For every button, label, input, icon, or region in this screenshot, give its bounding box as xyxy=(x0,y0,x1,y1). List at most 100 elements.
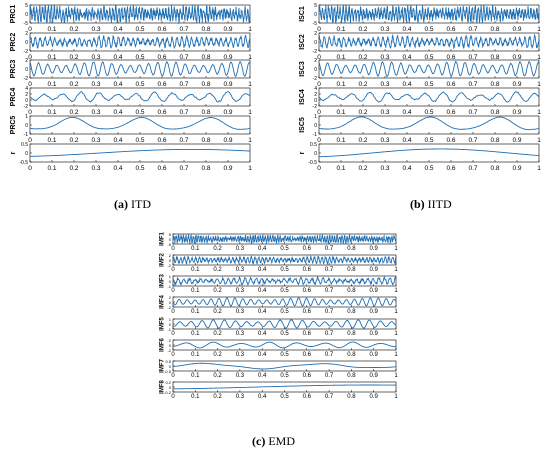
y-tick-label: -2 xyxy=(313,76,318,82)
x-tick-label: 0 xyxy=(317,137,321,144)
x-tick-label: 0.2 xyxy=(213,288,222,294)
x-tick-label: 0.1 xyxy=(191,246,200,252)
caption-c: (c) EMD xyxy=(252,434,295,449)
x-tick-label: 0.5 xyxy=(280,267,289,273)
x-tick-label: 0.9 xyxy=(223,137,232,144)
x-tick-label: 0.7 xyxy=(179,137,188,144)
y-tick-label: -1 xyxy=(313,132,318,138)
panel-label: IMF3 xyxy=(160,274,166,288)
x-tick-label: 0.5 xyxy=(280,246,289,252)
y-tick-label: 0 xyxy=(25,12,28,18)
x-tick-label: 0.8 xyxy=(490,26,499,33)
x-tick-label: 0.1 xyxy=(191,394,200,400)
y-tick-label: 2 xyxy=(314,31,317,37)
x-tick-label: 0.2 xyxy=(213,373,222,379)
panel-label: IMF8 xyxy=(160,380,166,394)
y-tick-label: 0 xyxy=(314,40,317,46)
x-tick-label: 0.9 xyxy=(223,54,232,61)
y-tick-label: -2 xyxy=(313,49,318,55)
x-tick-label: 0.5 xyxy=(424,81,433,88)
y-tick-label: 2 xyxy=(314,58,317,64)
series-line-PRC3 xyxy=(29,60,251,78)
series-line-IMF1 xyxy=(172,233,397,245)
x-tick-label: 0.1 xyxy=(191,373,200,379)
x-tick-label: 0.1 xyxy=(47,165,56,172)
series-line-r xyxy=(318,148,540,158)
x-tick-label: 0.3 xyxy=(236,331,245,337)
x-tick-label: 0.8 xyxy=(201,109,210,116)
x-tick-label: 0 xyxy=(317,26,321,33)
x-tick-label: 0.5 xyxy=(280,394,289,400)
x-tick-label: 0 xyxy=(171,394,175,400)
y-tick-label: 5 xyxy=(314,3,317,9)
x-tick-label: 0.7 xyxy=(325,288,334,294)
panel-label: PRC5 xyxy=(10,116,17,135)
x-tick-label: 0.7 xyxy=(325,246,334,252)
x-tick-label: 0.9 xyxy=(370,331,379,337)
x-tick-label: 0.5 xyxy=(135,109,144,116)
x-tick-label: 0.9 xyxy=(512,54,521,61)
y-tick-label: 0 xyxy=(169,258,172,263)
y-tick-label: -2 xyxy=(167,263,171,268)
x-tick-label: 0.1 xyxy=(191,309,200,315)
x-tick-label: 0.9 xyxy=(512,109,521,116)
x-tick-label: 0 xyxy=(317,109,321,116)
series-line-ISC4 xyxy=(318,91,540,103)
panel-label: ISC1 xyxy=(299,6,306,22)
series-line-PRC2 xyxy=(29,34,251,50)
x-tick-label: 0.2 xyxy=(358,137,367,144)
x-tick-label: 0.6 xyxy=(303,309,312,315)
x-tick-label: 0.5 xyxy=(280,352,289,358)
x-tick-label: 1 xyxy=(537,109,541,116)
x-tick-label: 0.8 xyxy=(347,288,356,294)
y-tick-label: 0 xyxy=(314,151,317,157)
y-tick-label: -0.5 xyxy=(19,160,28,166)
panel-label: IMF7 xyxy=(160,359,166,373)
x-tick-label: 0.3 xyxy=(236,373,245,379)
x-tick-label: 0.9 xyxy=(512,81,521,88)
x-tick-label: 0 xyxy=(28,165,32,172)
y-tick-label: 2 xyxy=(169,338,172,343)
x-tick-label: 0.4 xyxy=(402,54,411,61)
panel-frame-1-3 xyxy=(318,87,540,107)
y-tick-label: 0 xyxy=(314,123,317,129)
x-tick-label: 0.1 xyxy=(47,54,56,61)
x-tick-label: 1 xyxy=(248,165,252,172)
x-tick-label: 0.1 xyxy=(336,54,345,61)
y-tick-label: 0 xyxy=(25,40,28,46)
x-tick-label: 0.2 xyxy=(69,109,78,116)
panel-label: r xyxy=(10,151,17,154)
y-tick-label: -2 xyxy=(167,348,171,353)
x-tick-label: 0.9 xyxy=(370,288,379,294)
x-tick-label: 0 xyxy=(28,137,32,144)
y-tick-label: 2 xyxy=(25,58,28,64)
x-tick-label: 0 xyxy=(171,288,175,294)
x-tick-label: 0.3 xyxy=(91,165,100,172)
x-tick-label: 0.5 xyxy=(135,81,144,88)
x-tick-label: 0.6 xyxy=(446,137,455,144)
y-tick-label: -5 xyxy=(24,21,29,27)
x-tick-label: 0.8 xyxy=(347,309,356,315)
x-tick-label: 0.6 xyxy=(303,331,312,337)
y-tick-label: 0 xyxy=(314,12,317,18)
x-tick-label: 0.3 xyxy=(91,137,100,144)
y-tick-label: -1 xyxy=(24,132,29,138)
x-tick-label: 0.3 xyxy=(380,81,389,88)
panel-label: ISC5 xyxy=(299,117,306,133)
x-tick-label: 0.4 xyxy=(258,331,267,337)
x-tick-label: 0.9 xyxy=(223,165,232,172)
x-tick-label: 0.8 xyxy=(347,331,356,337)
x-tick-label: 0.7 xyxy=(468,54,477,61)
x-tick-label: 1 xyxy=(394,288,398,294)
x-tick-label: 0.2 xyxy=(213,331,222,337)
panel-label: IMF5 xyxy=(160,317,166,331)
x-tick-label: 0.4 xyxy=(402,26,411,33)
x-tick-label: 0 xyxy=(28,54,32,61)
x-tick-label: 0 xyxy=(171,331,175,337)
x-tick-label: 0.6 xyxy=(446,54,455,61)
x-tick-label: 0.8 xyxy=(490,81,499,88)
panel-label: ISC4 xyxy=(299,89,306,105)
x-tick-label: 0.9 xyxy=(223,109,232,116)
x-tick-label: 1 xyxy=(537,137,541,144)
series-line-PRC5 xyxy=(29,116,251,130)
